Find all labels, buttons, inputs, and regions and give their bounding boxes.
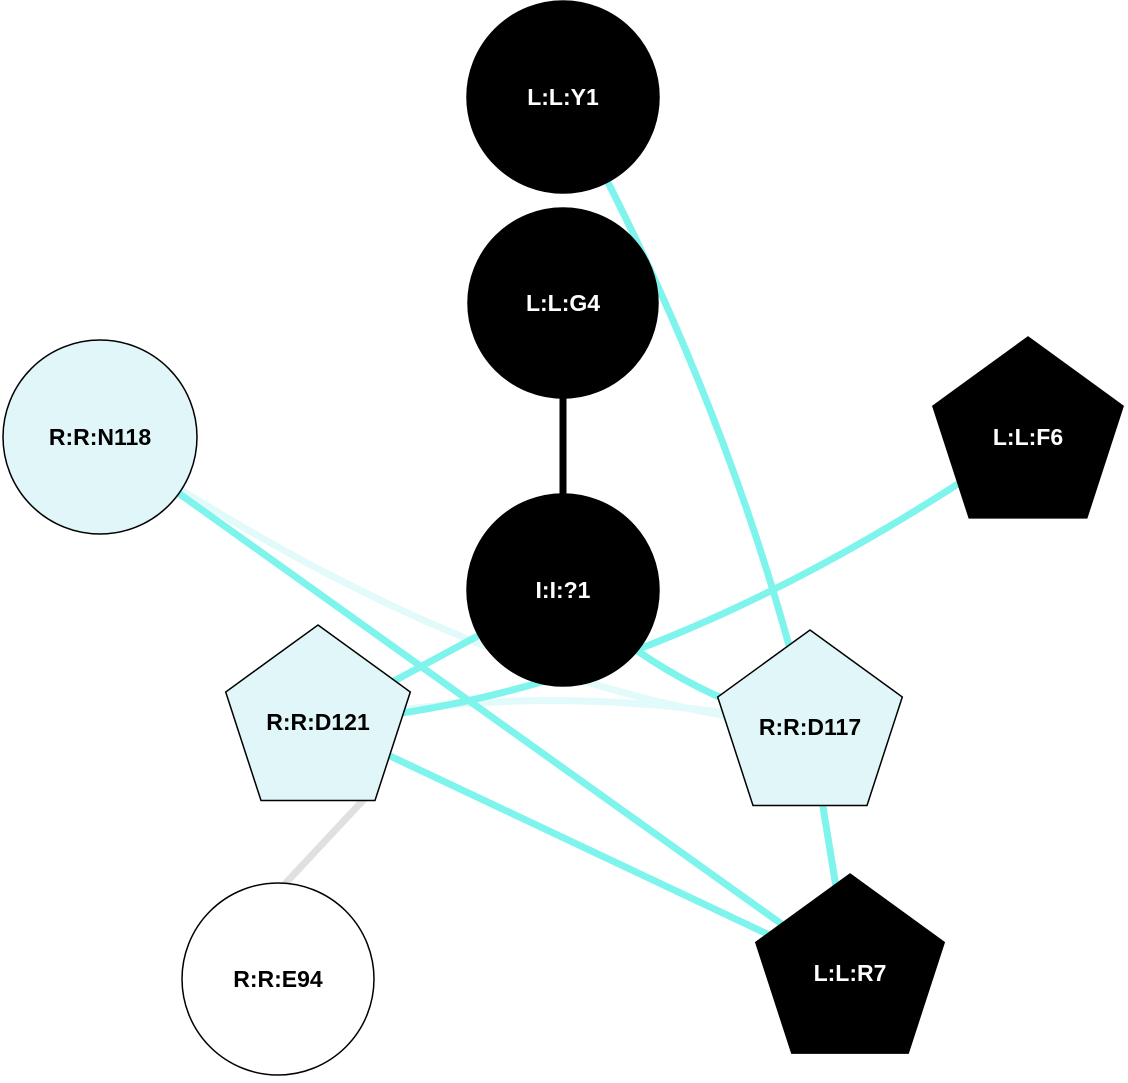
- node-r-r-d117[interactable]: R:R:D117: [716, 629, 904, 807]
- node-shape-circle[interactable]: [466, 0, 660, 194]
- node-shape-pentagon[interactable]: [716, 629, 904, 807]
- node-r-r-e94[interactable]: R:R:E94: [181, 882, 375, 1076]
- node-shape-circle[interactable]: [181, 882, 375, 1076]
- node-shape-pentagon[interactable]: [224, 624, 412, 802]
- node-shape-pentagon[interactable]: [932, 336, 1124, 519]
- node-r-r-n118[interactable]: R:R:N118: [2, 339, 198, 535]
- edge-l-l-y1--r-r-d117[interactable]: [559, 95, 814, 728]
- edge-r-r-d121--l-l-r7[interactable]: [316, 718, 852, 977]
- node-shape-circle[interactable]: [2, 339, 198, 535]
- node-r-r-d121[interactable]: R:R:D121: [224, 624, 412, 802]
- node-shape-circle[interactable]: [466, 493, 660, 687]
- node-l-l-g4[interactable]: L:L:G4: [467, 207, 659, 399]
- node-l-l-f6[interactable]: L:L:F6: [932, 336, 1124, 519]
- edge-r-r-n118--l-l-r7[interactable]: [97, 434, 853, 976]
- node-shape-pentagon[interactable]: [754, 873, 946, 1054]
- node-l-l-r7[interactable]: L:L:R7: [754, 873, 946, 1054]
- node-shape-circle[interactable]: [467, 207, 659, 399]
- edge-l-l-f6--r-r-d121[interactable]: [317, 434, 1030, 726]
- edge-r-r-n118--r-r-d117[interactable]: [98, 434, 811, 731]
- node-i-i-1[interactable]: I:I:?1: [466, 493, 660, 687]
- node-l-l-y1[interactable]: L:L:Y1: [466, 0, 660, 194]
